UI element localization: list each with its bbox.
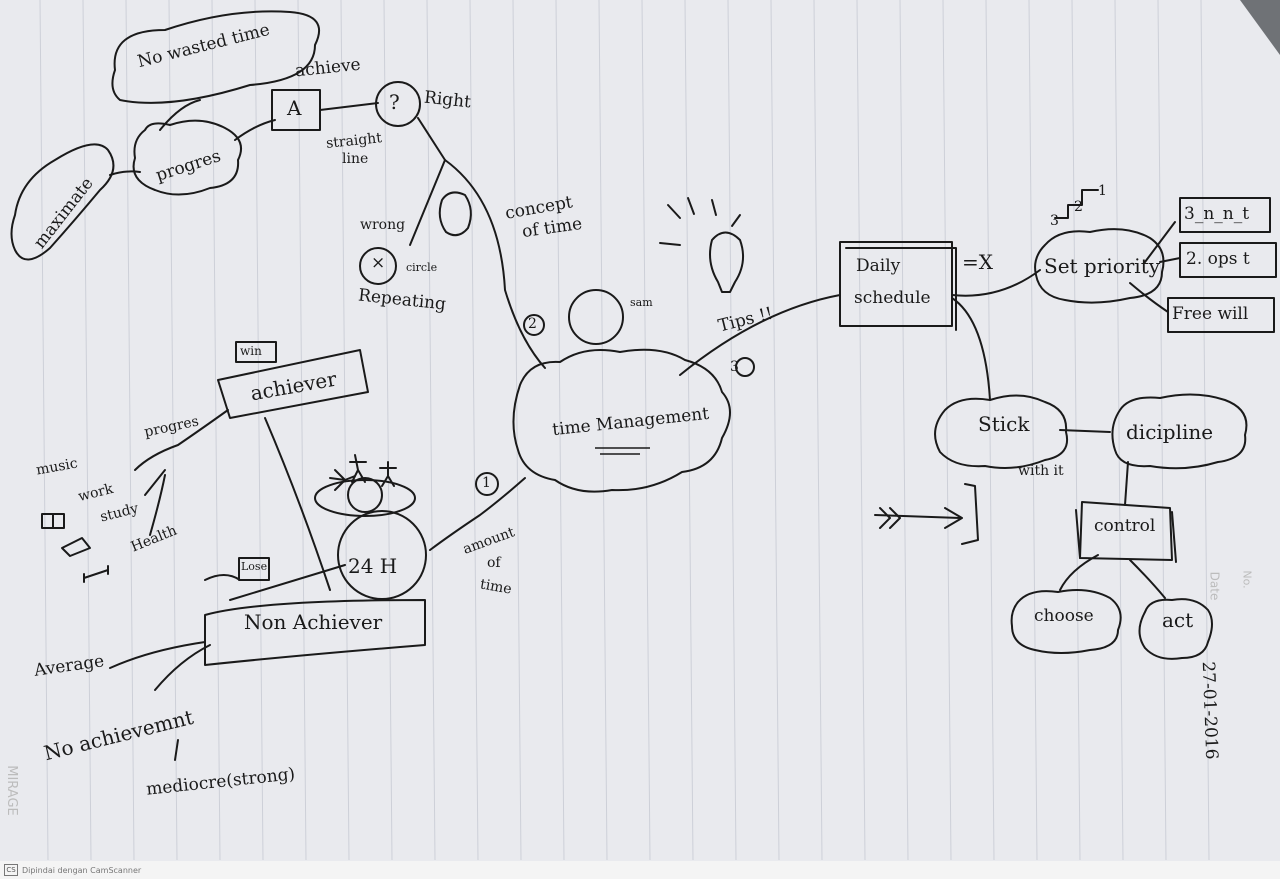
node-num-1b: 1 [482,475,491,491]
node-stick: Stick [978,412,1030,436]
node-circle: circle [406,261,438,274]
node-set-priority: Set priority [1044,254,1161,278]
paper-brand: MIRAGE [3,765,19,816]
node-lose: Lose [241,560,268,573]
node-num-2b: 2 [528,316,537,332]
node-a-box: A [287,96,302,120]
node-equals-x: =X [962,250,993,274]
node-num-1: 1 [1098,183,1107,199]
node-2-ops-t: 2. ops t [1186,249,1250,269]
scanner-footer: CS Dipindai dengan CamScanner [0,861,1280,879]
camscanner-logo-icon: CS [4,864,18,876]
node-num-3: 3 [1050,213,1059,229]
paper-date-label: Date [1207,571,1222,601]
node-discipline: dicipline [1126,420,1214,444]
node-24h: 24 H [348,554,398,578]
node-with-it: with it [1018,463,1064,479]
node-num-3b: 3 [730,359,739,375]
node-win: win [240,344,262,358]
node-act: act [1162,608,1194,632]
node-x-mark: × [371,253,386,273]
node-question-mark: ? [389,90,400,114]
node-right: Right [423,87,472,113]
node-wrong: wrong [360,217,406,233]
node-daily: Daily [856,256,901,276]
node-non-achiever: Non Achiever [244,610,383,634]
node-choose: choose [1034,606,1094,626]
node-3-n-n-t: 3_n_n_t [1184,204,1250,224]
node-sam: sam [630,296,653,309]
node-schedule: schedule [854,288,931,308]
node-of: of [487,555,501,571]
node-date: 27-01-2016 [1197,661,1222,760]
node-free-will: Free will [1172,304,1249,324]
footer-text: Dipindai dengan CamScanner [22,865,142,875]
paper-no-label: No. [1240,570,1254,589]
node-line: line [342,151,369,167]
node-control: control [1094,516,1156,536]
node-num-2: 2 [1074,199,1083,215]
